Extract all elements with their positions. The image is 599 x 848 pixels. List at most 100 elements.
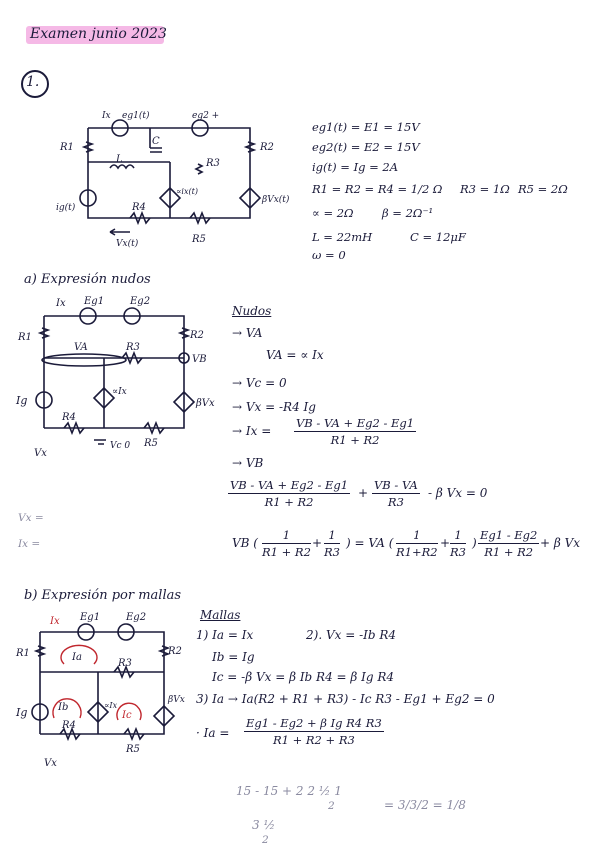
part-a-heading: a) Expresión nudos [24, 272, 151, 287]
nudos-ix-fraction: VB - VA + Eg2 - Eg1 R1 + R2 [294, 416, 417, 447]
c1-r3: R3 [205, 158, 220, 169]
vb2-f4-num: 1 [450, 528, 466, 544]
cb-ic: Ic [121, 710, 132, 721]
scratch-line-2-den: 2 [262, 834, 269, 846]
vb2-tail: + β Vx [540, 536, 581, 550]
cb-r3: R3 [117, 658, 132, 669]
c1-alpha-ix: ∝ix(t) [176, 187, 198, 196]
given-line-7: ω = 0 [312, 248, 346, 262]
c1-r4: R4 [131, 202, 146, 213]
vb2-frac3: 1 R1+R2 [396, 528, 438, 559]
nudos-ix-den: R1 + R2 [330, 433, 380, 447]
cb-r2: R2 [167, 646, 182, 657]
mallas-line-right: 2). Vx = -Ib R4 [306, 628, 397, 642]
mallas-ia-num: Eg1 - Eg2 + β Ig R4 R3 [244, 716, 384, 732]
nudos-vb-num2: VB - VA [372, 478, 420, 494]
nudos-vb-frac2: VB - VA R3 [372, 478, 420, 509]
circuit-diagram-nodes: Ix Eg1 Eg2 R1 R2 VA R3 VB Ig ∝Ix βVx R4 … [15, 296, 215, 459]
faint-vx: Vx = [18, 512, 44, 524]
vb2-f3-den: R1+R2 [396, 545, 438, 559]
c1-c: C [152, 136, 160, 147]
vb2-frac5: Eg1 - Eg2 R1 + R2 [478, 528, 540, 559]
cb-r4: R4 [61, 720, 76, 731]
circuit-diagram-meshes: Ix Eg1 Eg2 R1 R2 Ia R3 Ig Ib ∝Ix Ic βVx … [15, 612, 185, 769]
part-b-heading: b) Expresión por mallas [24, 588, 182, 603]
cb-beta-vx: βVx [167, 695, 185, 705]
nudos-vc-eq: → Vc = 0 [232, 376, 287, 390]
ca-r1: R1 [17, 332, 32, 343]
c1-r5: R5 [191, 234, 206, 245]
title-highlight [26, 26, 164, 44]
vb2-plus2: + [440, 536, 451, 550]
given-line-5b: β = 2Ω⁻¹ [382, 206, 434, 220]
cb-alpha-ix: ∝Ix [104, 701, 118, 710]
scratch-line-1-den: 2 [328, 800, 335, 812]
c1-l: L [115, 154, 123, 165]
given-line-6a: L = 22mH [312, 230, 373, 244]
vb2-f5-den: R1 + R2 [484, 545, 534, 559]
mallas-ia-left: · Ia = [196, 726, 230, 740]
c1-r1: R1 [59, 142, 74, 153]
mallas-ia-fraction: Eg1 - Eg2 + β Ig R4 R3 R1 + R2 + R3 [244, 716, 384, 747]
vb2-plus: + [312, 536, 323, 550]
ca-eg2: Eg2 [129, 296, 150, 307]
given-line-4a: R1 = R2 = R4 = 1/2 Ω [312, 182, 443, 196]
scratch-line-1: 15 - 15 + 2 2 ½ 1 [236, 784, 342, 798]
ca-beta-vx: βVx [195, 398, 215, 409]
vb2-close: ) [472, 536, 477, 550]
circuit-diagram-given: Ix eg1(t) eg2 + R1 R2 L C R3 ig(t) ∝ix(t… [56, 110, 290, 249]
cb-r1: R1 [15, 648, 30, 659]
cb-eg2: Eg2 [125, 612, 146, 623]
nudos-va-eq: VA = ∝ Ix [266, 348, 324, 362]
nudos-va-label: → VA [232, 326, 263, 340]
mallas-line-1: 1) Ia = Ix [196, 628, 254, 642]
vb2-f2-den: R3 [324, 545, 340, 559]
ca-vc: Vc 0 [110, 441, 130, 451]
given-line-5a: ∝ = 2Ω [312, 206, 354, 220]
mallas-line-4: 3) Ia → Ia(R2 + R1 + R3) - Ic R3 - Eg1 +… [196, 692, 495, 706]
given-line-6b: C = 12μF [410, 230, 466, 244]
vb2-frac1: 1 R1 + R2 [262, 528, 311, 559]
vb2-frac4: 1 R3 [450, 528, 466, 559]
scratch-line-2: 3 ½ [252, 818, 276, 832]
ca-vb: VB [192, 354, 207, 365]
vb2-f3-num: 1 [396, 528, 438, 544]
ca-ig: Ig [15, 394, 27, 407]
c1-ix: Ix [101, 111, 111, 121]
nudos-vb-tail: - β Vx = 0 [428, 486, 488, 500]
c1-r2: R2 [259, 142, 274, 153]
vb2-f1-num: 1 [262, 528, 311, 544]
cb-eg1: Eg1 [79, 612, 100, 623]
given-line-2: eg2(t) = E2 = 15V [312, 140, 420, 154]
nudos-vb-den1: R1 + R2 [264, 495, 314, 509]
nudos-vb-plus: + [358, 486, 369, 500]
cb-ia: Ia [71, 652, 82, 663]
nudos-vb-den2: R3 [387, 495, 404, 509]
cb-vx: Vx [44, 758, 57, 769]
ca-r5: R5 [143, 438, 158, 449]
ca-alpha-ix: ∝Ix [112, 387, 127, 397]
vb2-f4-den: R3 [450, 545, 466, 559]
problem-number-circle [21, 70, 49, 98]
ca-eg1: Eg1 [83, 296, 104, 307]
nudos-vx-eq: → Vx = -R4 Ig [232, 400, 316, 414]
given-line-1: eg1(t) = E1 = 15V [312, 120, 420, 134]
vb2-f5-num: Eg1 - Eg2 [478, 528, 540, 544]
faint-ix: Ix = [18, 538, 41, 550]
nudos-vb-frac1: VB - VA + Eg2 - Eg1 R1 + R2 [228, 478, 351, 509]
given-line-3: ig(t) = Ig = 2A [312, 160, 399, 174]
c1-ig: ig(t) [56, 202, 76, 213]
nudos-vb-num1: VB - VA + Eg2 - Eg1 [228, 478, 351, 494]
c1-vx: Vx(t) [116, 238, 139, 249]
vb2-f1-den: R1 + R2 [262, 545, 311, 559]
problem-number: 1. [26, 74, 40, 90]
vb2-mid: ) = VA ( [346, 536, 394, 550]
given-line-4b: R3 = 1Ω [460, 182, 510, 196]
vb2-left: VB ( [232, 536, 258, 550]
mallas-ia-den: R1 + R2 + R3 [272, 733, 355, 747]
ca-r3: R3 [125, 342, 140, 353]
c1-eg2: eg2 + [192, 111, 219, 121]
c1-eg1: eg1(t) [122, 110, 150, 121]
cb-ib: Ib [57, 702, 68, 713]
